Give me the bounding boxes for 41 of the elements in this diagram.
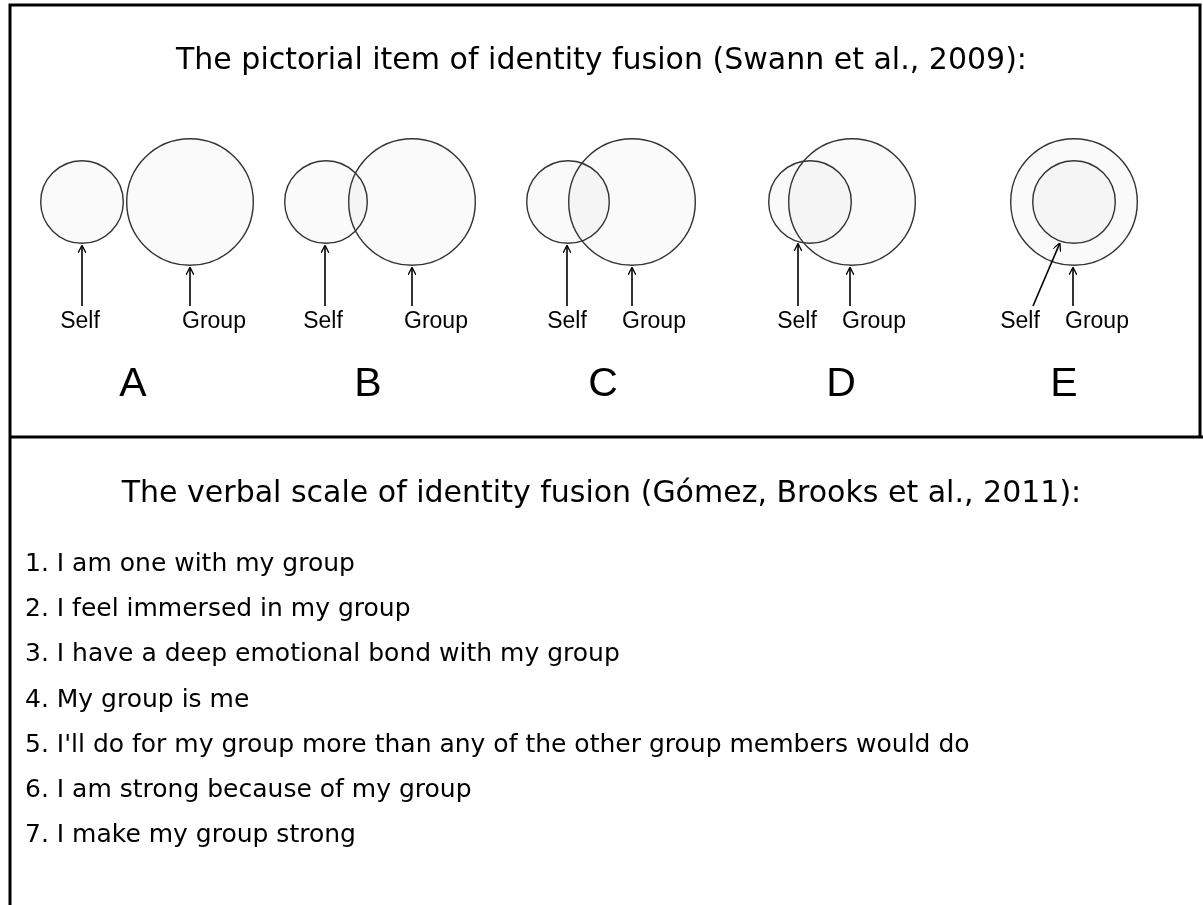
caption-label: Self [303, 307, 343, 333]
arrow [627, 266, 637, 307]
caption-label: Group [622, 307, 686, 333]
scale-item: 5. I'll do for my group more than any of the other group members would do [25, 727, 970, 760]
scale-item: 6. I am strong because of my group [25, 773, 472, 805]
circle-shape [126, 138, 254, 266]
scale-item: 1. I am one with my group [25, 547, 355, 579]
arrow [77, 244, 87, 307]
heading: The pictorial item of identity fusion (Swann et al., 2009): [175, 40, 1028, 78]
arrow [1068, 266, 1078, 307]
caption-label: Self [60, 307, 100, 333]
panel-letter: A [119, 359, 147, 405]
panel-letter: D [826, 359, 856, 405]
arrow [407, 266, 417, 307]
arrow [845, 266, 855, 307]
circle-shape [568, 138, 696, 266]
caption-label: Group [1065, 307, 1129, 333]
arrow [562, 244, 572, 307]
panel-letter: C [588, 359, 618, 405]
panel-letter: B [354, 359, 382, 405]
circle-shape [1032, 160, 1116, 244]
arrow [320, 244, 330, 307]
caption-label: Group [182, 307, 246, 333]
heading: The verbal scale of identity fusion (Gómez, Brooks et al., 2011): [120, 473, 1083, 511]
arrow [185, 266, 195, 307]
caption-label: Group [842, 307, 906, 333]
arrow [1032, 242, 1062, 307]
circle-shape [348, 138, 476, 266]
caption-label: Self [1000, 307, 1040, 333]
arrow [793, 242, 803, 307]
scale-item: 2. I feel immersed in my group [25, 592, 411, 625]
scale-item: 3. I have a deep emotional bond with my group [25, 637, 620, 670]
caption-label: Group [404, 307, 468, 333]
scale-item: 7. I make my group strong [25, 818, 356, 851]
caption-label: Self [777, 307, 817, 333]
scale-item: 4. My group is me [25, 682, 250, 715]
circle-shape [1010, 138, 1138, 266]
circle-shape [788, 138, 916, 266]
panel-letter: E [1050, 359, 1078, 405]
caption-label: Self [547, 307, 587, 333]
circle-shape [40, 160, 124, 244]
